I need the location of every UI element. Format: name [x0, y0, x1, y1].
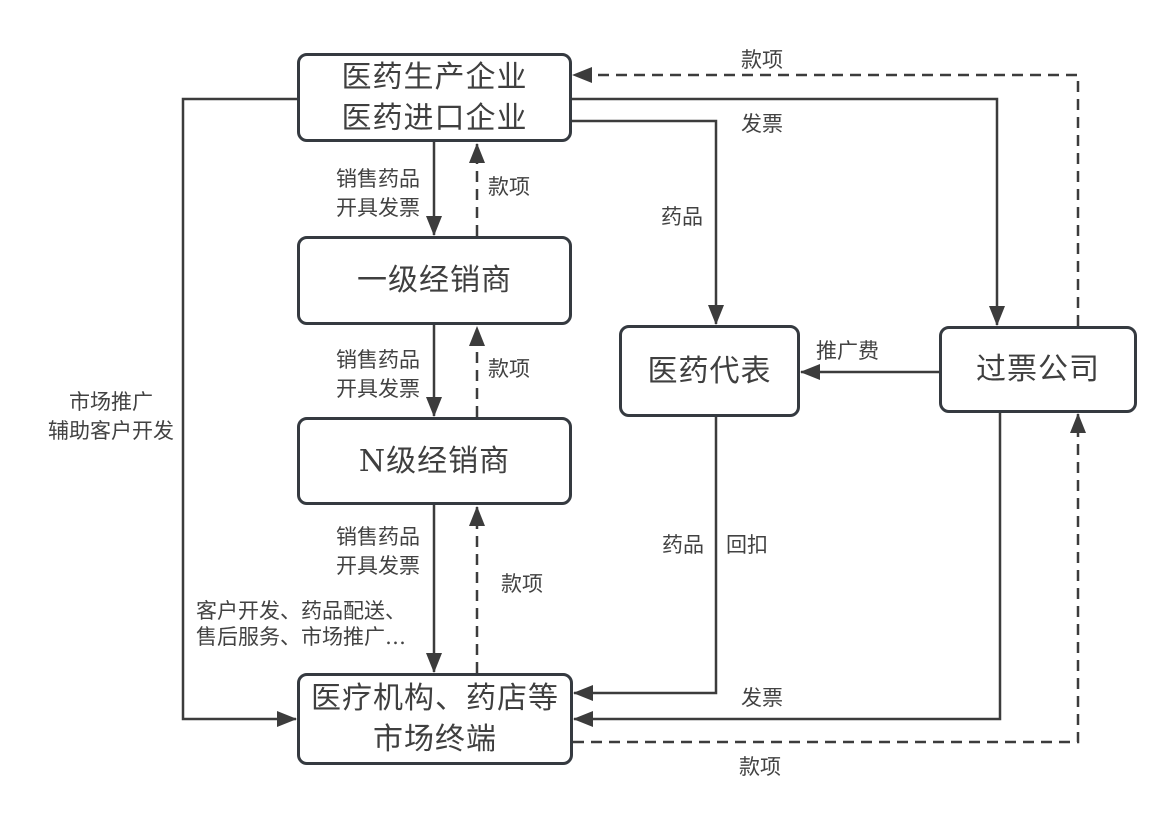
- edge-label-kickback: 回扣: [726, 533, 768, 557]
- edge-label-payment-3: 款项: [501, 572, 543, 596]
- node-tiern-distributor-label: N级经销商: [358, 443, 511, 479]
- edge-label-payment-1: 款项: [488, 175, 530, 199]
- edge-label-terminal-services: 客户开发、药品配送、 售后服务、市场推广…: [196, 598, 406, 650]
- edge-label-invoice-top: 发票: [741, 112, 783, 136]
- edge-label-sell-issue-3: 销售药品 开具发票: [336, 523, 420, 581]
- edge-label-payment-bottom: 款项: [739, 755, 781, 779]
- edge-label-terminal-services-line1: 客户开发、药品配送、: [196, 599, 406, 623]
- edge-label-payment-top: 款项: [741, 48, 783, 72]
- arrow-payment-terminal-to-invoiceco: [573, 413, 1086, 744]
- edge-label-sell-drugs-3: 销售药品: [336, 525, 420, 549]
- edge-label-market-promotion-line1: 市场推广: [69, 390, 153, 414]
- node-manufacturer-line2: 医药进口企业: [341, 100, 528, 136]
- edge-label-market-promotion: 市场推广 辅助客户开发: [40, 388, 182, 446]
- arrow-drugs-manufacturer-to-rep: [572, 119, 724, 325]
- edge-label-invoice-bottom: 发票: [741, 686, 783, 710]
- arrow-invoice-manufacturer-to-invoiceco: [572, 97, 1005, 326]
- edge-label-sell-issue-2: 销售药品 开具发票: [336, 346, 420, 404]
- node-market-terminal-line1: 医疗机构、药店等: [311, 681, 559, 716]
- node-invoice-company-label: 过票公司: [976, 352, 1100, 387]
- edge-label-sell-drugs-2: 销售药品: [336, 348, 420, 372]
- node-tier1-distributor-label: 一级经销商: [357, 263, 512, 298]
- edge-label-drugs-top: 药品: [661, 205, 703, 229]
- node-manufacturer-line1: 医药生产企业: [341, 59, 528, 95]
- node-market-terminal: 医疗机构、药店等 市场终端: [297, 673, 573, 765]
- node-medical-rep: 医药代表: [619, 325, 800, 417]
- node-market-terminal-line2: 市场终端: [373, 722, 497, 757]
- edge-label-sell-issue-1: 销售药品 开具发票: [336, 165, 420, 223]
- node-tiern-distributor: N级经销商: [297, 417, 572, 505]
- edge-label-issue-invoice-3: 开具发票: [336, 554, 420, 578]
- arrow-market-promotion-manufacturer-to-terminal: [181, 97, 297, 727]
- edge-label-issue-invoice-1: 开具发票: [336, 196, 420, 220]
- node-tier1-distributor: 一级经销商: [297, 236, 572, 325]
- edge-label-market-promotion-line2: 辅助客户开发: [48, 419, 174, 443]
- arrow-invoice-invoiceco-to-terminal: [573, 413, 1002, 727]
- node-invoice-company: 过票公司: [939, 326, 1137, 413]
- arrow-drugs-kickback-rep-to-terminal: [573, 417, 718, 701]
- edge-label-drugs-mid: 药品: [662, 533, 704, 557]
- node-medical-rep-label: 医药代表: [647, 353, 772, 389]
- edge-label-promotion-fee: 推广费: [816, 339, 879, 363]
- edge-label-sell-drugs-1: 销售药品: [336, 167, 420, 191]
- edge-label-issue-invoice-2: 开具发票: [336, 377, 420, 401]
- arrow-payment-invoiceco-to-manufacturer: [572, 67, 1080, 326]
- edge-label-payment-2: 款项: [488, 357, 530, 381]
- edge-label-terminal-services-line2: 售后服务、市场推广…: [196, 625, 406, 649]
- node-manufacturer: 医药生产企业 医药进口企业: [297, 53, 572, 142]
